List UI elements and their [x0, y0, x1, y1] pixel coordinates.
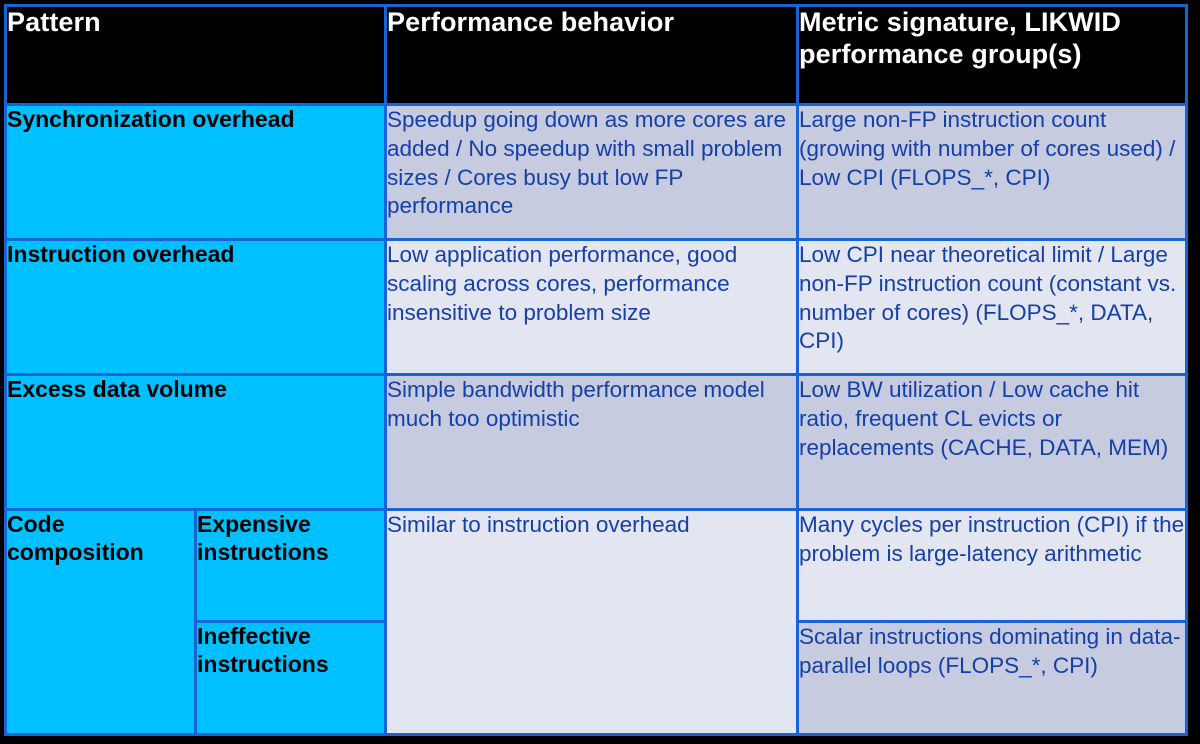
performance-behavior-code-composition: Similar to instruction overhead: [384, 508, 800, 736]
pattern-name-instruction-overhead: Instruction overhead: [3, 238, 388, 376]
sub-pattern-ineffective-instructions: Ineffective instructions: [193, 620, 388, 736]
metric-signature-ineffective-instructions: Scalar instructions dominating in data-p…: [796, 620, 1189, 736]
metric-signature-expensive-instructions: Many cycles per instruction (CPI) if the…: [796, 508, 1189, 623]
pattern-name-synchronization-overhead: Synchronization overhead: [3, 103, 388, 241]
pattern-name-code-composition: Code composition: [4, 508, 197, 736]
performance-behavior-synchronization-overhead: Speedup going down as more cores are add…: [384, 103, 800, 241]
metric-signature-instruction-overhead: Low CPI near theoretical limit / Large n…: [796, 238, 1189, 376]
performance-behavior-instruction-overhead: Low application performance, good scalin…: [384, 238, 800, 376]
table-row: Code composition Expensive instructions …: [4, 508, 1189, 736]
table-header-row: Pattern Performance behavior Metric sign…: [3, 4, 1189, 106]
column-header-performance-behavior: Performance behavior: [384, 4, 800, 106]
sub-pattern-expensive-instructions: Expensive instructions: [193, 508, 388, 623]
pattern-name-excess-data-volume: Excess data volume: [3, 373, 388, 511]
table-row: Excess data volume Simple bandwidth perf…: [3, 373, 1189, 511]
pattern-metric-table: Pattern Performance behavior Metric sign…: [3, 4, 1189, 736]
column-header-metric-signature: Metric signature, LIKWID performance gro…: [796, 4, 1189, 106]
column-header-pattern: Pattern: [3, 4, 388, 106]
performance-behavior-excess-data-volume: Simple bandwidth performance model much …: [384, 373, 800, 511]
table-row: Synchronization overhead Speedup going d…: [3, 103, 1189, 241]
table-row: Ineffective instructions Scalar instruct…: [6, 620, 1189, 736]
metric-signature-synchronization-overhead: Large non-FP instruction count (growing …: [796, 103, 1189, 241]
metric-signature-excess-data-volume: Low BW utilization / Low cache hit ratio…: [796, 373, 1189, 511]
table-row: Instruction overhead Low application per…: [3, 238, 1189, 376]
